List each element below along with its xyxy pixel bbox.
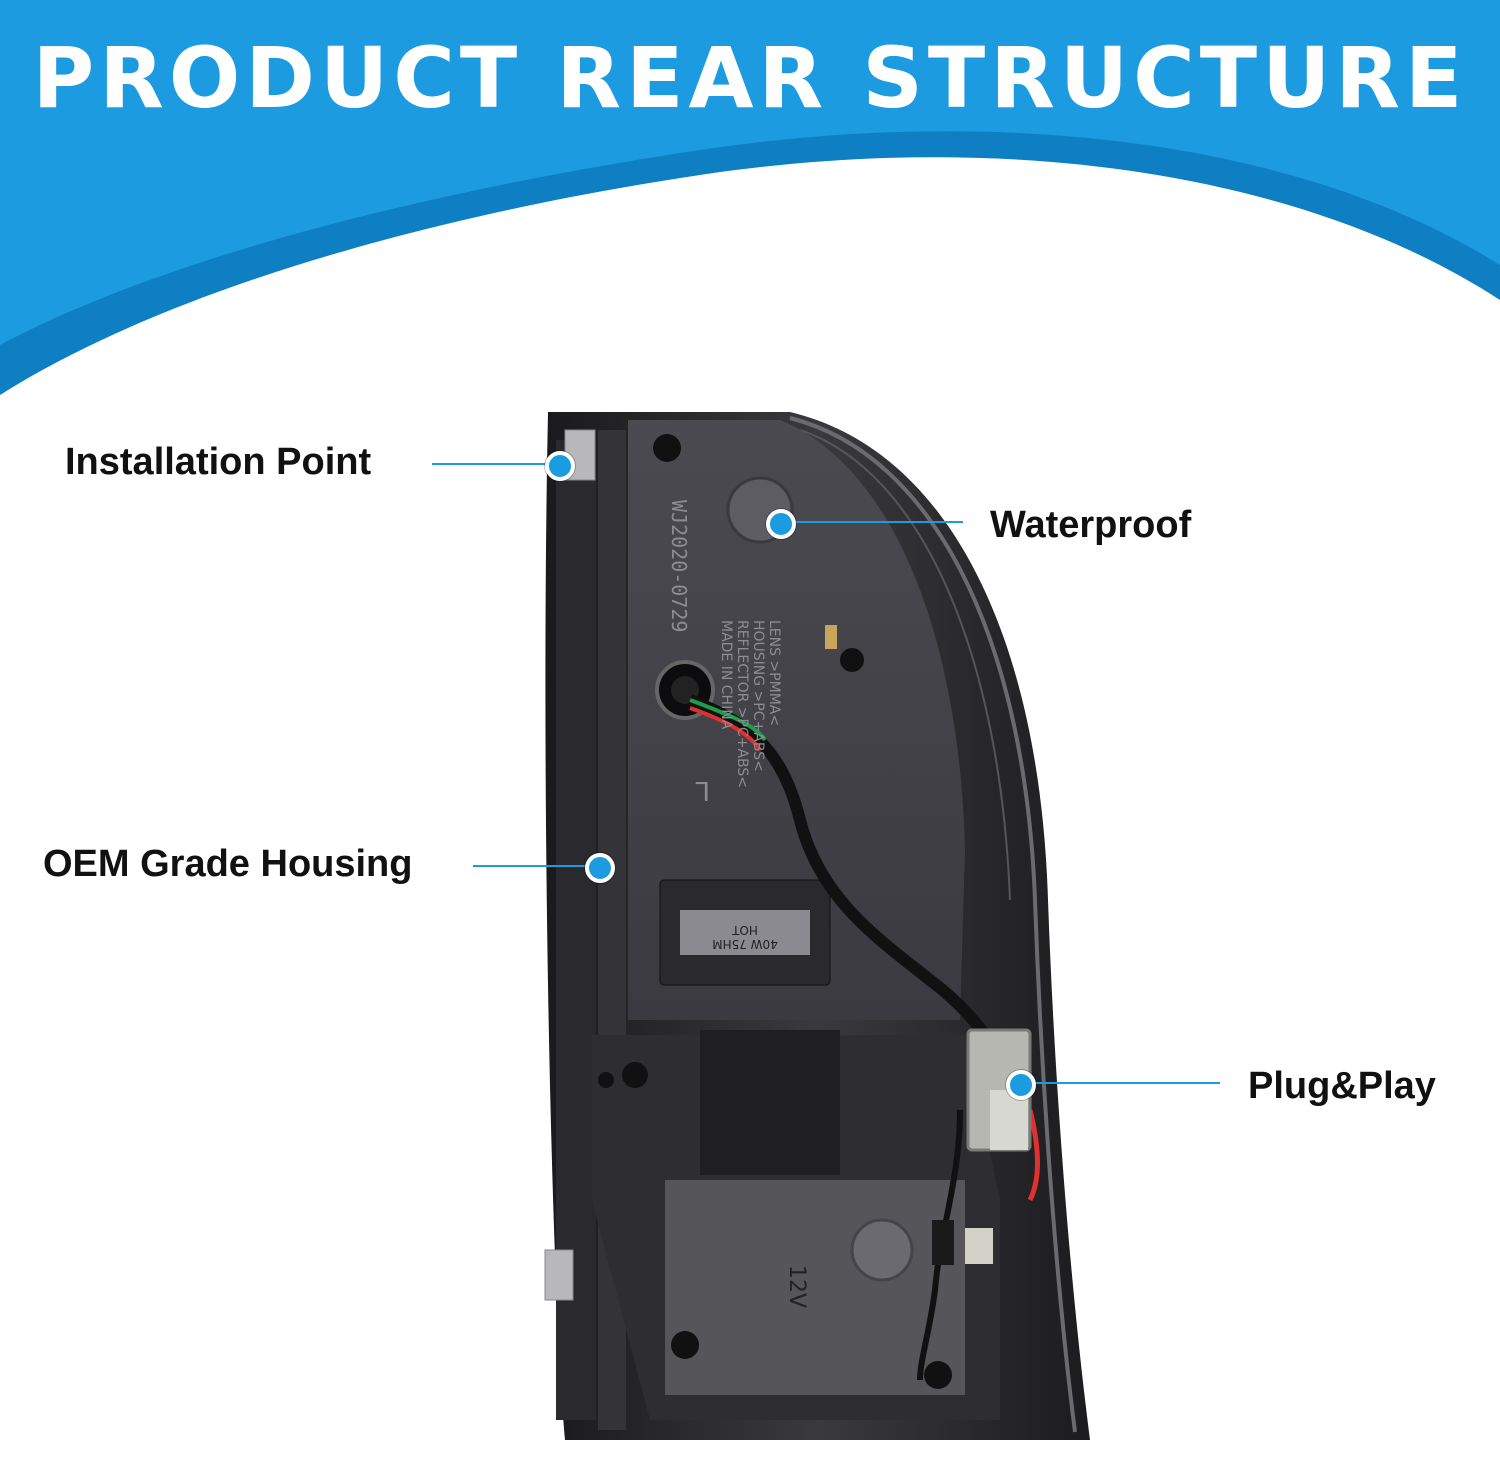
voltage-marking: 12V <box>784 1265 809 1308</box>
bulb-marking: 40W 75HM <box>712 937 778 951</box>
screw-hole <box>924 1361 952 1389</box>
screw-hole <box>671 1331 699 1359</box>
resistor-label-plate <box>680 910 810 955</box>
callout-plug-play-line <box>1030 1082 1220 1084</box>
material-line: HOUSING >PC+ABS< <box>750 620 766 772</box>
callout-installation-point-dot <box>545 451 575 481</box>
callout-plug-play-dot <box>1006 1070 1036 1100</box>
mold-code: WJ2020-0729 <box>667 500 691 632</box>
wire-red <box>689 706 762 752</box>
housing-rim-inner <box>799 429 1011 901</box>
callout-installation-point-line <box>432 463 557 465</box>
side-clip <box>965 1228 993 1264</box>
callout-waterproof-label: Waterproof <box>990 504 1192 546</box>
lower-box <box>700 1030 840 1175</box>
callout-housing-dot <box>585 853 615 883</box>
wire-red-lower <box>1027 1109 1040 1202</box>
callout-housing-label: OEM Grade Housing <box>43 843 413 885</box>
material-line: REFLECTOR >PC+ABS< <box>734 620 750 788</box>
callout-waterproof-line <box>785 521 963 523</box>
screw-hole <box>840 648 864 672</box>
callout-waterproof-dot <box>766 509 796 539</box>
plug-connector-head <box>990 1090 1028 1150</box>
material-line: LENS >PMMA< <box>766 620 782 726</box>
material-line: MADE IN CHINA <box>718 620 734 730</box>
screw-hole <box>653 434 681 462</box>
upper-panel <box>628 420 965 1020</box>
bulb-marking: HOT <box>731 923 757 937</box>
callout-installation-point-label: Installation Point <box>65 441 372 483</box>
side-marking: L <box>695 775 710 805</box>
wire-lower <box>917 1109 963 1381</box>
callout-housing-line <box>473 865 591 867</box>
housing-rim <box>789 416 1077 1433</box>
callout-plug-play-label: Plug&Play <box>1248 1065 1436 1107</box>
banner-fill <box>0 0 1500 345</box>
material-text: LENS >PMMA< HOUSING >PC+ABS< REFLECTOR >… <box>718 620 782 788</box>
lower-cover <box>665 1180 965 1395</box>
side-connector <box>932 1220 954 1265</box>
brass-terminal <box>825 625 837 649</box>
bottom-bracket <box>544 1249 574 1301</box>
lower-plug <box>850 1218 914 1282</box>
header-banner <box>0 0 1500 395</box>
page-title: PRODUCT REAR STRUCTURE <box>32 29 1468 127</box>
wire-green <box>689 698 767 742</box>
screw-hole <box>622 1062 648 1088</box>
wire-harness <box>687 694 1006 1063</box>
screw-hole <box>598 1072 614 1088</box>
